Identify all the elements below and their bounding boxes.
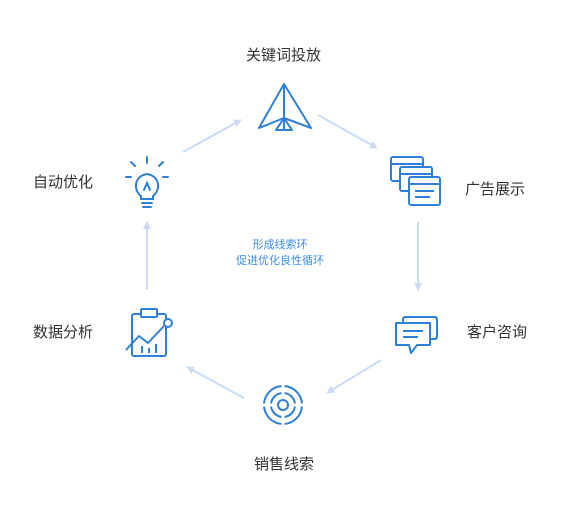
node-label-leads: 销售线索 [254,455,315,473]
paper-plane-icon [258,83,312,131]
node-label-analysis: 数据分析 [33,323,94,341]
chat-bubbles-icon [395,316,438,354]
center-caption-line1: 形成线索环 [252,238,308,251]
clipboard-chart-icon [125,308,173,357]
node-label-ads: 广告展示 [465,180,526,198]
node-label-consult: 客户咨询 [467,323,528,341]
browser-windows-icon [390,156,441,206]
arrow-keyword-to-ads [317,114,378,149]
center-caption-line2: 促进优化良性循环 [236,254,324,267]
target-icon [262,384,304,426]
arrow-optimize-to-keyword [182,119,242,153]
node-label-keyword: 关键词投放 [246,46,322,64]
arrow-leads-to-analysis [186,366,245,399]
lightbulb-icon [125,156,169,208]
node-label-optimize: 自动优化 [33,173,94,191]
arrow-consult-to-leads [326,359,382,394]
center-caption: 形成线索环 促进优化良性循环 [205,237,355,269]
